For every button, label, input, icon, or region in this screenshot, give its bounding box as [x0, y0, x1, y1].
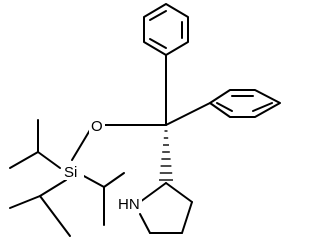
oxygen-atom-label: O [91, 118, 103, 135]
isopropyl-group-lower [9, 179, 71, 237]
bond-c-right-phenyl [165, 102, 211, 126]
structure-svg: O Si HN [9, 3, 281, 237]
phenyl-ring-top [143, 3, 189, 56]
pyrrolidine-ring [139, 182, 193, 234]
bond-oxygen-silicon [71, 129, 91, 161]
nitrogen-hydrogen-label: HN [118, 196, 140, 213]
hashed-wedge-bond [159, 130, 173, 181]
silicon-atom-label: Si [64, 164, 77, 181]
isopropyl-group-right [81, 172, 125, 226]
phenyl-ring-right [209, 89, 281, 118]
molecule-structure-canvas: O Si HN [9, 3, 281, 237]
isopropyl-group-upper [9, 119, 61, 169]
